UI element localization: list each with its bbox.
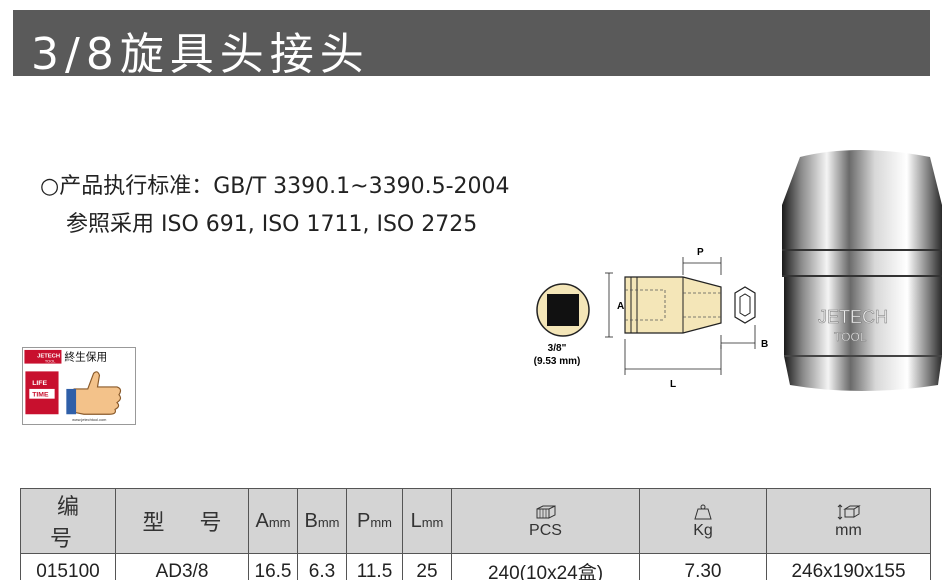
carton-size-icon	[837, 504, 861, 520]
badge-life: LIFE	[32, 380, 47, 387]
col-kg: Kg	[639, 488, 767, 554]
drive-size-label: 3/8"	[548, 343, 567, 354]
col-model: 型 号	[115, 488, 249, 554]
cell-l: 25	[402, 553, 452, 580]
cell-model: AD3/8	[115, 553, 249, 580]
dim-l-label: L	[670, 379, 676, 390]
mm-label: mm	[835, 522, 862, 539]
table-row: 015100 AD3/8 16.5 6.3 11.5 25 240(10x24盒…	[20, 553, 931, 580]
col-code: 编 号	[20, 488, 116, 554]
standard-text: ○产品执行标准：GB/T 3390.1~3390.5-2004 参照采用 ISO…	[40, 168, 510, 238]
title-bar: 3/8旋具头接头	[13, 10, 930, 80]
thumbs-up-icon	[66, 371, 122, 415]
col-l: Lmm	[402, 488, 452, 554]
product-photo: JETECH TOOL	[782, 150, 942, 391]
spec-table: 编 号 型 号 Amm Bmm Pmm Lmm PCS Kg	[20, 488, 931, 580]
lifetime-warranty-badge: JETECH TOOL 終生保用 LIFE TIME www.jetechtoo…	[22, 347, 136, 425]
cell-kg: 7.30	[639, 553, 767, 580]
badge-brand: JETECH	[37, 354, 60, 360]
photo-brand-mark: JETECH	[818, 307, 888, 327]
dim-b-label: B	[761, 339, 768, 350]
col-a: Amm	[248, 488, 298, 554]
cell-pcs: 240(10x24盒)	[451, 553, 640, 580]
adapter-side-view	[624, 276, 722, 334]
cell-p: 11.5	[346, 553, 403, 580]
badge-slogan: 終生保用	[64, 351, 107, 364]
dim-a-label: A	[617, 301, 624, 312]
page-title: 3/8旋具头接头	[31, 29, 370, 80]
badge-time: TIME	[32, 392, 49, 399]
col-dimensions: mm	[766, 488, 931, 554]
badge-brand-sub: TOOL	[45, 359, 56, 364]
hex-end-view	[734, 286, 756, 324]
col-b: Bmm	[297, 488, 347, 554]
col-p: Pmm	[346, 488, 403, 554]
kg-label: Kg	[693, 522, 713, 539]
standard-line-2: 参照采用 ISO 691, ISO 1711, ISO 2725	[66, 212, 478, 237]
cell-a: 16.5	[248, 553, 298, 580]
dim-p-label: P	[697, 247, 704, 258]
table-header-row: 编 号 型 号 Amm Bmm Pmm Lmm PCS Kg	[20, 488, 931, 554]
cell-code: 015100	[20, 553, 116, 580]
badge-url: www.jetechtool.com	[72, 417, 106, 422]
dimension-diagram: 3/8" (9.53 mm) A P B L	[534, 247, 769, 390]
square-drive	[547, 294, 579, 326]
box-icon	[536, 505, 555, 519]
drive-mm-label: (9.53 mm)	[534, 356, 581, 367]
cell-b: 6.3	[297, 553, 347, 580]
pcs-label: PCS	[529, 522, 562, 539]
cell-carton-size: 246x190x155	[766, 553, 931, 580]
photo-brand-sub: TOOL	[834, 330, 867, 344]
col-pcs: PCS	[451, 488, 640, 554]
weight-icon	[694, 504, 712, 520]
standard-line-1: ○产品执行标准：GB/T 3390.1~3390.5-2004	[40, 174, 510, 199]
